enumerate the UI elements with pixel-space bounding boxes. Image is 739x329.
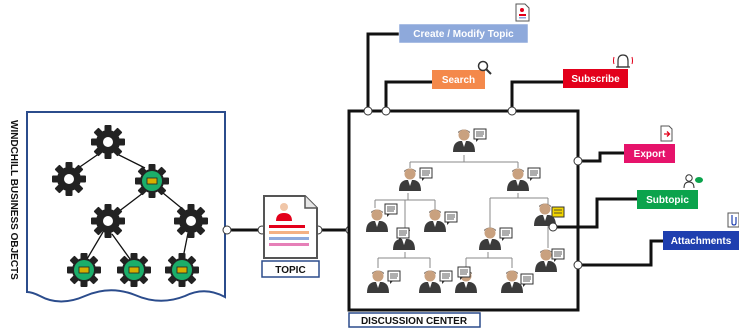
gear-icon [67, 253, 101, 287]
topic-label: TOPIC [275, 265, 305, 276]
search-button[interactable]: Search [432, 70, 485, 89]
discussion-center: DISCUSSION CENTER [347, 109, 580, 328]
panel-title: WINDCHILL BUSINESS OBJECTS [8, 120, 19, 280]
topic-label-box [261, 260, 320, 278]
person-icon [280, 203, 288, 211]
org-tree-lines [374, 155, 549, 268]
business-objects-panel: WINDCHILL BUSINESS OBJECTS [8, 111, 226, 303]
export-button[interactable]: Export [624, 144, 675, 163]
subscribe-label: Subscribe [571, 74, 620, 85]
chat-icon [551, 206, 565, 218]
magnifier-icon [477, 60, 492, 75]
gear-icon [135, 164, 169, 198]
discussion-label: DISCUSSION CENTER [361, 316, 468, 327]
document-icon [515, 3, 530, 22]
create-modify-topic-label: Create / Modify Topic [413, 29, 514, 40]
main-connectors [222, 225, 355, 235]
document-frame [26, 111, 226, 303]
person-icon [683, 174, 703, 189]
gear-icon [52, 162, 86, 196]
gear-icon [91, 204, 125, 238]
export-label: Export [634, 149, 666, 160]
create-modify-topic-button[interactable]: Create / Modify Topic [398, 23, 529, 44]
gear-icon [174, 204, 208, 238]
subscribe-button[interactable]: Subscribe [563, 69, 628, 88]
discussion-label-box [348, 312, 481, 328]
subtopic-label: Subtopic [646, 195, 689, 206]
paperclip-icon [727, 212, 739, 228]
gear-icon [117, 253, 151, 287]
gear-icon [165, 253, 199, 287]
action-connectors [366, 32, 663, 267]
attachments-label: Attachments [671, 236, 732, 247]
document-icon [660, 125, 673, 142]
search-label: Search [442, 75, 475, 86]
subtopic-button[interactable]: Subtopic [637, 190, 698, 209]
gear-icon [91, 125, 125, 159]
attachments-button[interactable]: Attachments [663, 231, 739, 250]
bell-icon [613, 54, 633, 68]
topic-document[interactable]: TOPIC [261, 195, 320, 278]
